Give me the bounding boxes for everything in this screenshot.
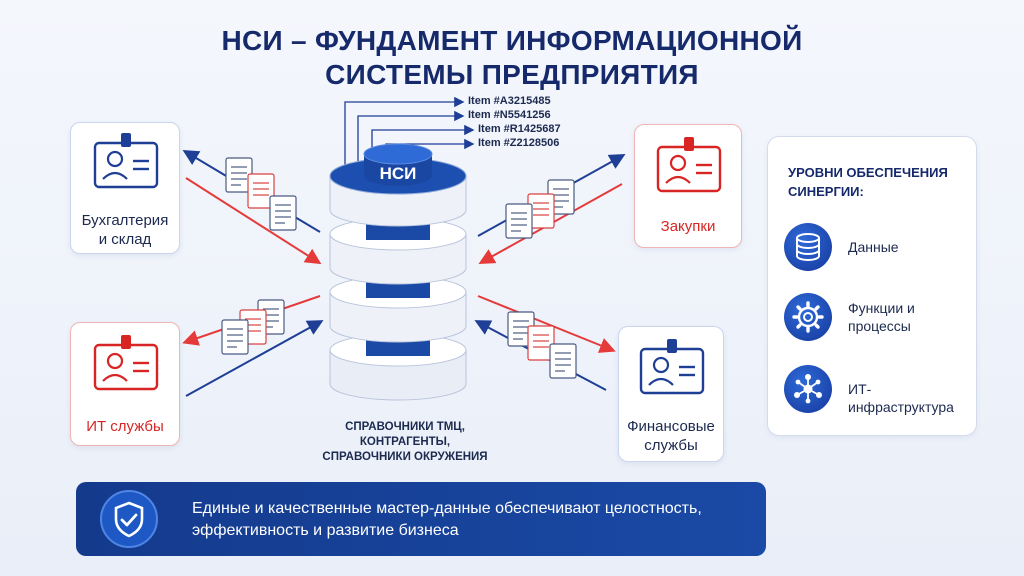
title-line-2: СИСТЕМЫ ПРЕДПРИЯТИЯ: [325, 59, 699, 90]
level-infrastructure: ИТ-инфраструктура: [784, 365, 974, 415]
shield-check-icon: [100, 490, 158, 548]
database-label: НСИ: [379, 164, 417, 183]
level-data: Данные: [784, 223, 974, 273]
caption-line-3: СПРАВОЧНИКИ ОКРУЖЕНИЯ: [322, 451, 488, 463]
department-label: Бухгалтерия и склад: [81, 212, 169, 248]
department-label: ИТ службы: [86, 418, 164, 435]
department-label: Закупки: [660, 218, 716, 235]
id-badge-icon: [639, 339, 705, 395]
item-label-4: Item #Z2128506: [478, 137, 560, 149]
caption-line-2: КОНТРАГЕНТЫ,: [359, 436, 451, 448]
network-icon: [784, 365, 832, 413]
department-it[interactable]: ИТ службы: [70, 322, 180, 446]
database-stack: [329, 143, 467, 401]
panel-title: УРОВНИ ОБЕСПЕЧЕНИЯ СИНЕРГИИ:: [788, 165, 948, 199]
item-label-2: Item #N5541256: [468, 109, 551, 121]
item-label-1: Item #A3215485: [468, 95, 551, 107]
item-label-3: Item #R1425687: [478, 123, 561, 135]
summary-banner: Единые и качественные мастер-данные обес…: [76, 482, 766, 556]
page-title: НСИ – ФУНДАМЕНТ ИНФОРМАЦИОННОЙ СИСТЕМЫ П…: [0, 24, 1024, 92]
department-accounting[interactable]: Бухгалтерия и склад: [70, 122, 180, 254]
department-label: Финансовые службы: [627, 418, 715, 454]
id-badge-icon: [93, 335, 159, 391]
id-badge-icon: [656, 137, 722, 193]
database-caption: СПРАВОЧНИКИ ТМЦ, КОНТРАГЕНТЫ, СПРАВОЧНИК…: [300, 420, 510, 465]
synergy-levels-panel: УРОВНИ ОБЕСПЕЧЕНИЯ СИНЕРГИИ: Данные: [767, 136, 977, 436]
department-finance[interactable]: Финансовые службы: [618, 326, 724, 462]
level-label: Функции и процессы: [848, 300, 915, 334]
database-icon: [784, 223, 832, 271]
department-purchasing[interactable]: Закупки: [634, 124, 742, 248]
title-line-1: НСИ – ФУНДАМЕНТ ИНФОРМАЦИОННОЙ: [221, 25, 803, 56]
level-label: ИТ-инфраструктура: [848, 381, 954, 415]
banner-text: Единые и качественные мастер-данные обес…: [192, 500, 702, 539]
level-functions: Функции и процессы: [784, 293, 974, 343]
caption-line-1: СПРАВОЧНИКИ ТМЦ,: [345, 421, 465, 433]
id-badge-icon: [93, 133, 159, 189]
level-label: Данные: [848, 239, 899, 255]
gear-icon: [784, 293, 832, 341]
documents-accounting: [225, 157, 297, 231]
